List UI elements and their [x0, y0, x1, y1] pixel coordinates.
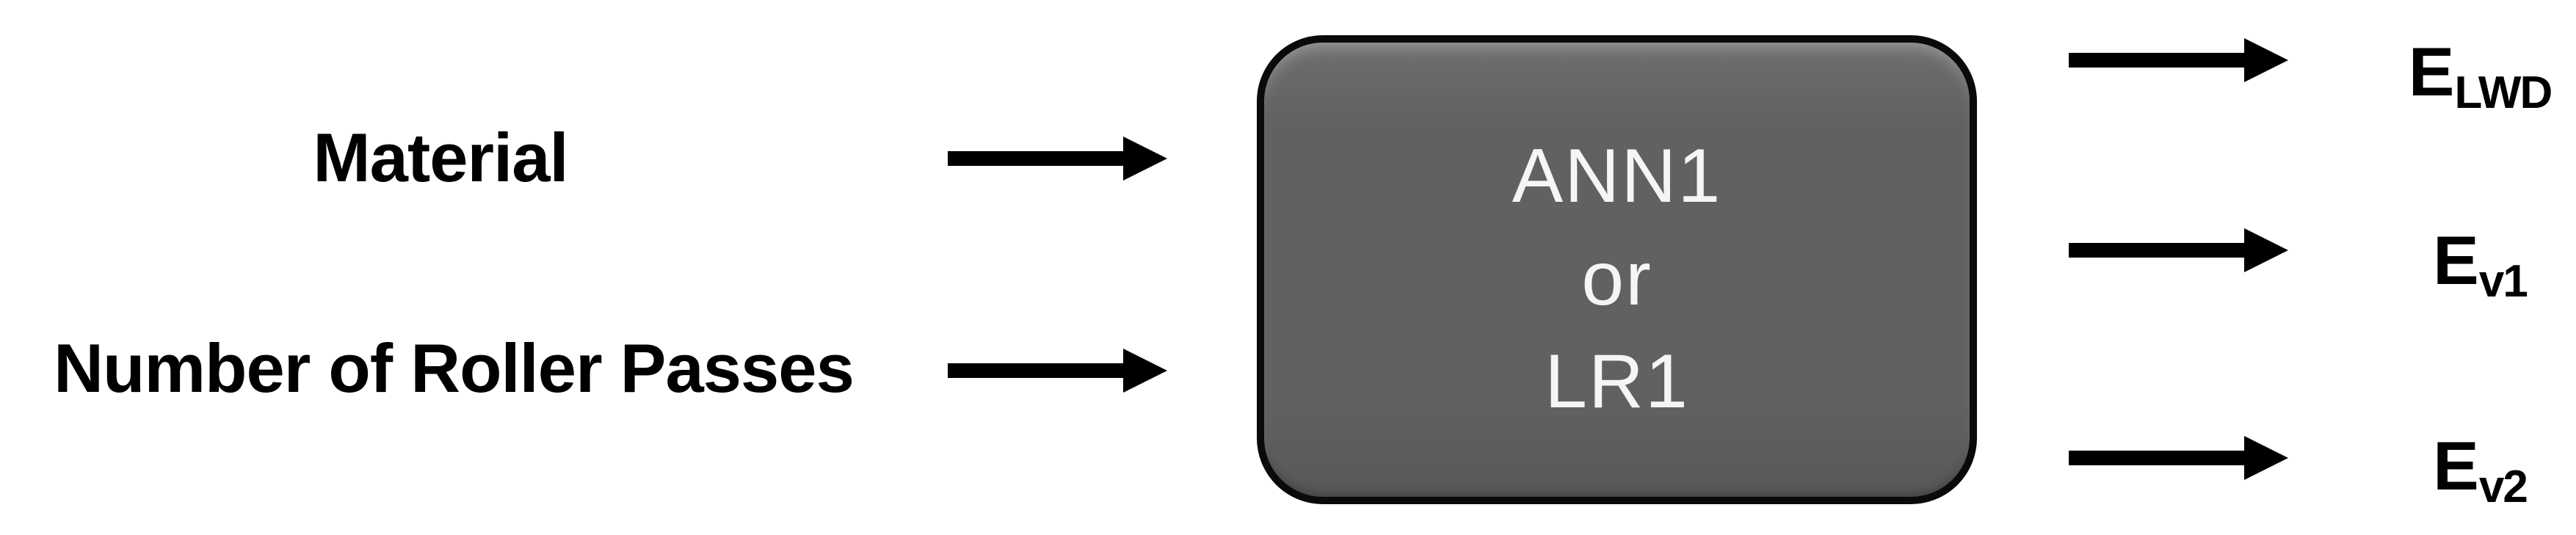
input-label-material: Material: [313, 119, 568, 196]
output-label-elwd: ELWD: [2390, 24, 2569, 120]
output-symbol: E: [2433, 427, 2479, 504]
output-symbol: E: [2433, 222, 2479, 299]
arrow-right-icon: [2069, 436, 2288, 480]
model-box-line-1: ANN1: [1512, 134, 1722, 219]
arrow-right-icon: [2069, 38, 2288, 82]
model-box-line-3: LR1: [1545, 339, 1689, 424]
output-subscript: LWD: [2454, 68, 2553, 118]
arrow-right-icon: [2069, 228, 2288, 272]
model-box-line-2: or: [1581, 236, 1652, 321]
output-label-ev1: Ev1: [2390, 213, 2569, 308]
output-subscript: v1: [2478, 256, 2528, 307]
output-subscript: v2: [2478, 462, 2528, 512]
output-symbol: E: [2408, 33, 2455, 110]
output-label-ev2: Ev2: [2390, 418, 2569, 514]
input-label-roller-passes: Number of Roller Passes: [54, 330, 855, 407]
arrow-right-icon: [948, 137, 1167, 181]
arrow-right-icon: [948, 349, 1167, 393]
model-box: ANN1 or LR1: [1257, 35, 1977, 504]
